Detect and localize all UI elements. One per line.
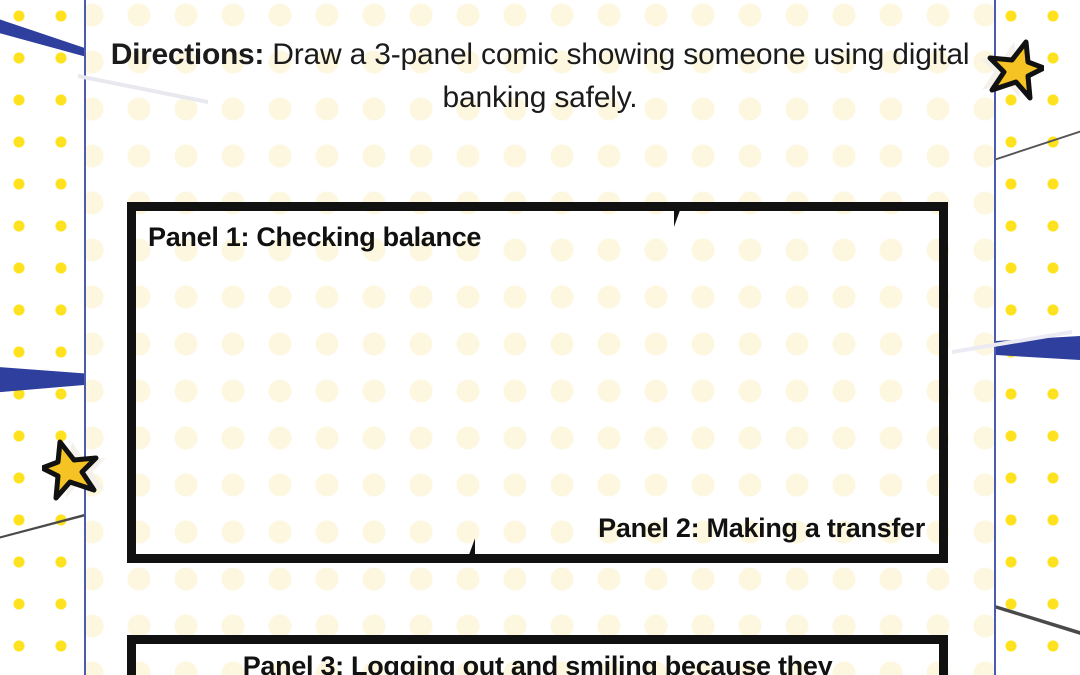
blue-wedge-top-left: [0, 4, 84, 76]
star-top-right: [978, 38, 1044, 102]
gray-hairline-top-right: [996, 128, 1080, 176]
left-decorative-margin: [0, 0, 84, 675]
right-decorative-margin: [996, 0, 1080, 675]
right-vertical-rule: [994, 0, 996, 675]
directions-text: Draw a 3-panel comic showing someone usi…: [272, 38, 970, 114]
pale-diagonal-streak: [78, 72, 208, 104]
star-left-middle: [42, 438, 108, 502]
comic-panel-1[interactable]: Panel 1: Checking balance: [127, 202, 683, 563]
comic-panel-3[interactable]: Panel 3: Logging out and smiling because…: [127, 635, 948, 675]
directions-heading: Directions: Draw a 3-panel comic showing…: [95, 34, 985, 119]
directions-label: Directions:: [110, 38, 265, 71]
comic-panel-1-label: Panel 1: Checking balance: [148, 222, 482, 252]
comic-panel-3-label: Panel 3: Logging out and smiling because…: [242, 651, 833, 675]
comic-panel-2-label: Panel 2: Making a transfer: [598, 513, 925, 543]
pale-streak-right: [952, 328, 1072, 354]
left-vertical-rule: [84, 0, 86, 675]
gray-hairline-bottom-right: [996, 582, 1080, 638]
blue-wedge-left-middle: [0, 356, 84, 404]
gray-hairline-left: [0, 498, 84, 540]
